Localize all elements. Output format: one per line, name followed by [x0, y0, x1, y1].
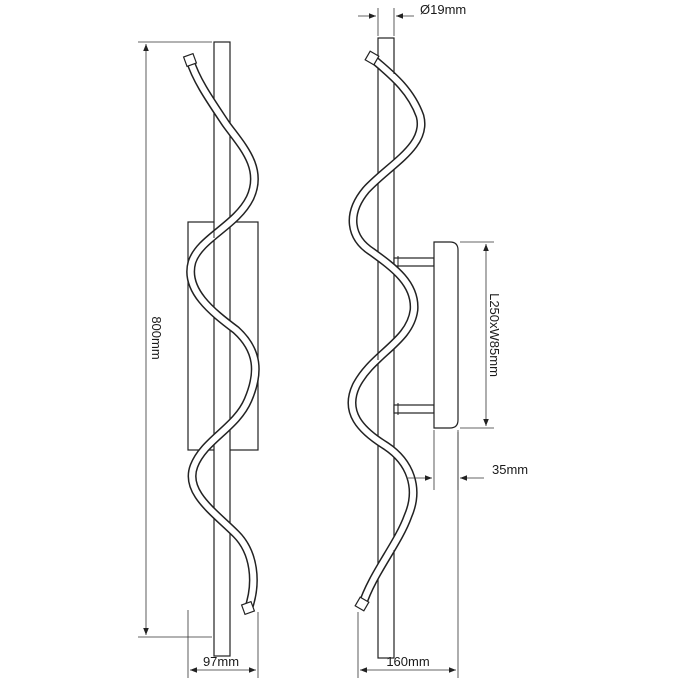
side-spiral-inner — [349, 55, 425, 607]
front-view: 800mm 97mm — [138, 41, 260, 678]
side-backplate — [433, 241, 459, 429]
depth-dimension-label: 160mm — [386, 654, 429, 669]
side-view: Ø19mm L250xW85mm 35mm 160mm — [347, 2, 528, 678]
front-width-dimension-label: 97mm — [203, 654, 239, 669]
backplate-offset-label: 35mm — [492, 462, 528, 477]
standoff-upper — [393, 257, 435, 267]
front-spiral-inner — [187, 59, 259, 612]
height-dimension-label: 800mm — [149, 316, 164, 359]
tube-diameter-label: Ø19mm — [420, 2, 466, 17]
backplate-size-label: L250xW85mm — [487, 293, 502, 377]
standoff-lower — [393, 404, 435, 414]
front-rod — [213, 41, 231, 657]
